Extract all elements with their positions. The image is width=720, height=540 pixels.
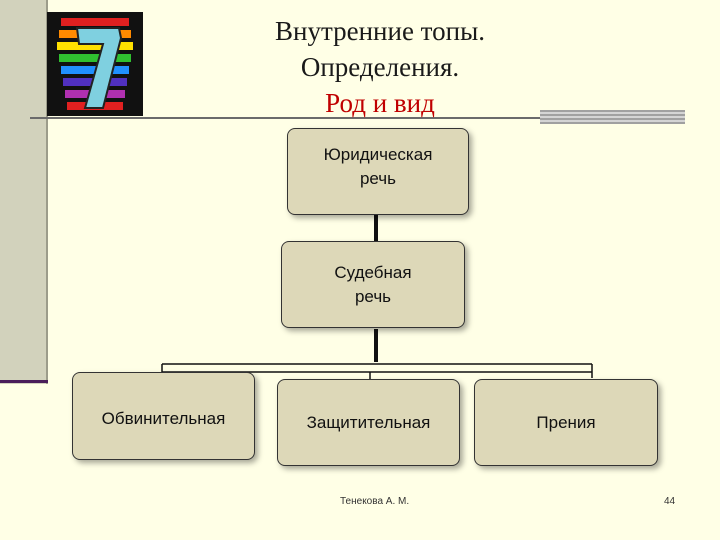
number-seven-rainbow-icon bbox=[47, 12, 143, 116]
footer-author: Тенекова А. М. bbox=[340, 496, 410, 507]
title-rule bbox=[30, 117, 685, 119]
title-line-3: Род и вид bbox=[325, 88, 435, 118]
title-rule-accent bbox=[540, 110, 685, 124]
title-line-2: Определения. bbox=[300, 52, 460, 82]
node-leaf-2: Защитительная bbox=[277, 379, 460, 466]
left-decor-line bbox=[0, 380, 48, 383]
title-line-1: Внутренние топы. bbox=[275, 16, 485, 46]
node-root: Юридическая речь bbox=[287, 128, 469, 215]
node-leaf-3: Прения bbox=[474, 379, 658, 466]
left-decor-band bbox=[0, 0, 48, 384]
node-leaf-1: Обвинительная bbox=[72, 372, 255, 460]
node-middle: Судебная речь bbox=[281, 241, 465, 328]
page-number: 44 bbox=[664, 496, 676, 507]
